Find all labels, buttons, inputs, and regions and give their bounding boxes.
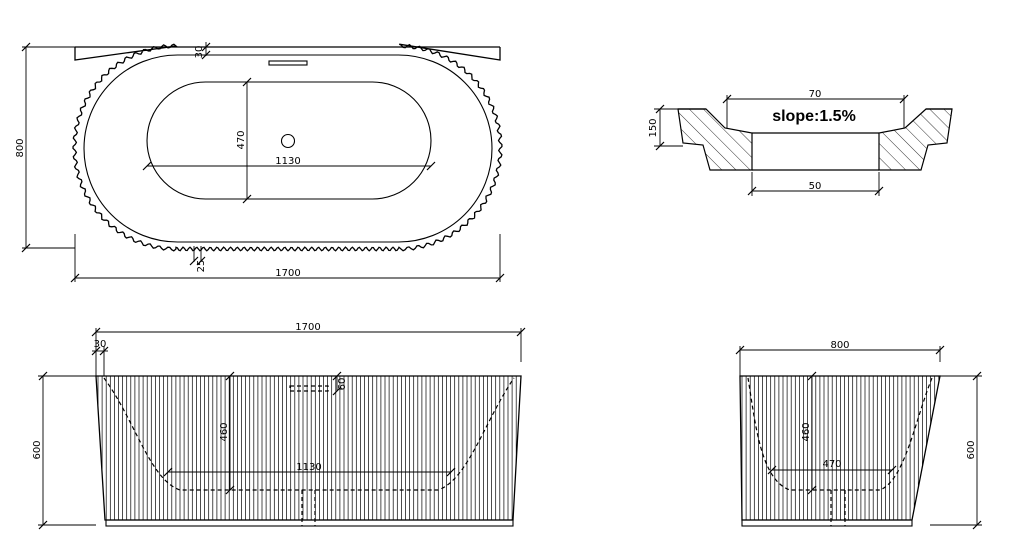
front-view-overflow: [289, 385, 329, 392]
drain-section-right-block: [878, 108, 953, 171]
top-view-flute-depth-label: 25: [196, 260, 207, 273]
side-view: 800 460 470 600: [735, 340, 982, 530]
top-view-rim-inner: [83, 54, 493, 243]
side-view-overall-width-label: 800: [830, 340, 849, 351]
side-view-basin-width-label: 470: [822, 459, 841, 470]
front-view: 1700 30 600 460 1130 60: [32, 322, 526, 530]
drain-section-view: slope:1.5% 70 50 150: [648, 89, 953, 196]
drain-section-bottom-width-label: 50: [809, 181, 822, 192]
top-view-drain: [280, 133, 296, 149]
side-view-inner-depth-label: 460: [801, 422, 812, 441]
side-view-fluting: [741, 376, 940, 520]
drain-section-slope-label: slope:1.5%: [772, 108, 856, 125]
front-view-inner-depth-label: 460: [219, 422, 230, 441]
front-view-rim-thickness-label: 30: [94, 339, 107, 350]
front-view-fluting: [97, 376, 517, 520]
drain-section-height-label: 150: [648, 118, 659, 137]
front-view-overall-height-label: 600: [32, 440, 43, 459]
top-view: 1130 470 800 1700 30 25: [15, 42, 505, 283]
top-view-basin: [146, 81, 432, 200]
front-view-base-plinth: [105, 519, 514, 527]
front-view-overflow-height-label: 60: [337, 378, 348, 391]
top-view-overall-length-label: 1700: [275, 268, 300, 279]
front-view-basin-length-label: 1130: [296, 462, 321, 473]
side-view-base-plinth: [741, 519, 913, 527]
front-view-overall-length-label: 1700: [295, 322, 320, 333]
top-view-basin-width-label: 470: [236, 130, 247, 149]
drain-section-left-block: [677, 108, 753, 171]
drain-section-top-width-label: 70: [809, 89, 822, 100]
top-view-overall-width-label: 800: [15, 138, 26, 157]
top-view-fluted-outer-edge: [72, 43, 503, 252]
top-view-overflow-slot: [268, 60, 308, 66]
side-view-overall-height-label: 600: [966, 440, 977, 459]
front-view-inner-basin: [103, 377, 515, 491]
top-view-basin-length-label: 1130: [275, 156, 300, 167]
top-view-rim-thickness-label: 30: [194, 46, 205, 59]
side-view-inner-basin: [747, 377, 933, 491]
